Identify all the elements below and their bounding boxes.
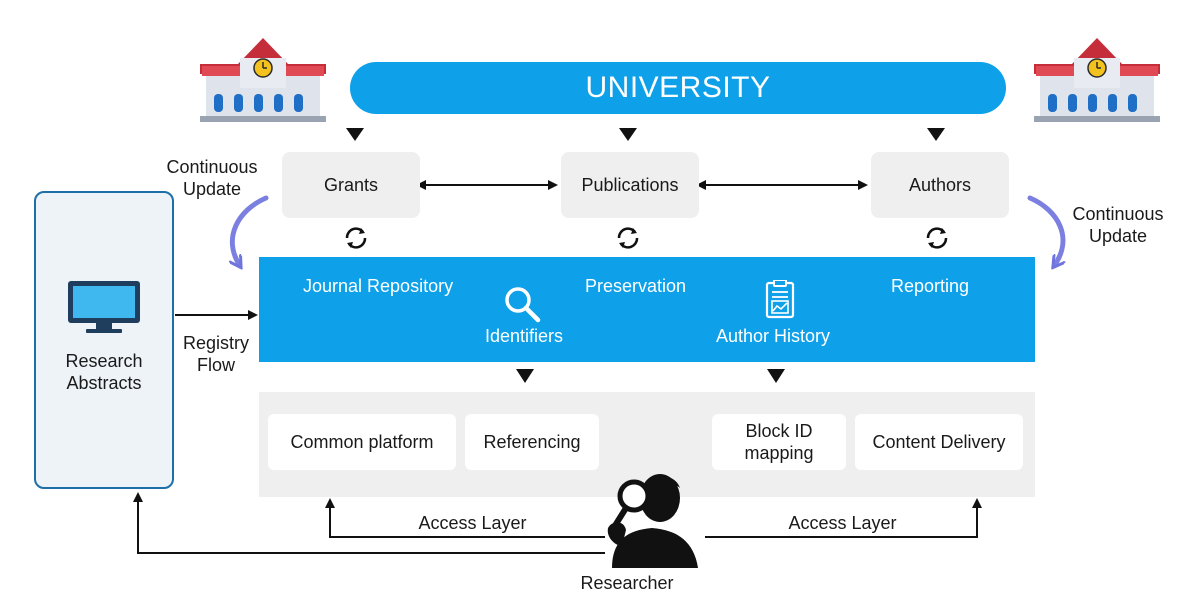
down-arrow-publications <box>619 128 637 141</box>
common-platform-box: Common platform <box>268 414 456 470</box>
access-layer-right-label: Access Layer <box>788 513 897 533</box>
university-building-icon-right <box>1034 38 1160 122</box>
report-document-icon <box>765 280 795 319</box>
block-id-mapping-box: Block ID mapping <box>712 414 846 470</box>
common-platform-label: Common platform <box>290 432 434 452</box>
continuous-update-left-line2: Update <box>182 179 242 199</box>
access-layer-left-line <box>325 498 605 538</box>
researcher-icon <box>607 474 698 568</box>
authors-box: Authors <box>871 152 1009 218</box>
computer-monitor-icon <box>68 281 140 333</box>
university-title: UNIVERSITY <box>585 71 771 104</box>
down-arrow-grants <box>346 128 364 141</box>
access-layer-left-label: Access Layer <box>418 513 527 533</box>
search-icon <box>505 287 541 323</box>
content-delivery-label: Content Delivery <box>872 432 1006 452</box>
university-building-icon-left <box>200 38 326 122</box>
identifiers-label: Identifiers <box>485 326 564 346</box>
authors-label: Authors <box>908 174 972 195</box>
block-id-mapping-line2: mapping <box>744 443 814 463</box>
down-arrow-authors <box>927 128 945 141</box>
author-history-label: Author History <box>716 326 831 346</box>
block-id-mapping-line1: Block ID <box>745 421 813 441</box>
research-abstracts-line1: Research <box>65 351 143 371</box>
university-banner: UNIVERSITY <box>350 62 1006 114</box>
access-layer-right-line <box>705 498 982 538</box>
registry-flow-label: Registry Flow <box>166 332 266 376</box>
continuous-update-arrow-right <box>1027 195 1063 266</box>
continuous-update-right-line1: Continuous <box>1072 204 1164 224</box>
journal-repository-label: Journal Repository <box>303 276 454 296</box>
grants-box: Grants <box>282 152 420 218</box>
repository-band <box>259 257 1035 362</box>
sync-icon-publications <box>617 227 639 249</box>
publications-box: Publications <box>561 152 699 218</box>
registry-flow-line1: Registry <box>182 333 249 353</box>
researcher-to-abstracts-line <box>133 492 605 554</box>
sync-icon-authors <box>926 227 948 249</box>
research-abstracts-label: Research Abstracts <box>44 350 164 394</box>
preservation-label: Preservation <box>585 276 687 296</box>
referencing-label: Referencing <box>483 432 581 452</box>
research-abstracts-line2: Abstracts <box>66 373 142 393</box>
continuous-update-arrow-left <box>232 195 269 266</box>
content-delivery-box: Content Delivery <box>855 414 1023 470</box>
continuous-update-label-right: Continuous Update <box>1058 203 1178 247</box>
grants-label: Grants <box>323 174 379 195</box>
reporting-label: Reporting <box>891 276 970 296</box>
researcher-label: Researcher <box>580 573 674 593</box>
continuous-update-right-line2: Update <box>1088 226 1148 246</box>
down-arrow-identifiers <box>516 369 534 383</box>
publications-label: Publications <box>581 174 679 195</box>
referencing-box: Referencing <box>465 414 599 470</box>
continuous-update-label-left: Continuous Update <box>152 156 272 200</box>
registry-flow-line2: Flow <box>196 355 235 375</box>
down-arrow-author-history <box>767 369 785 383</box>
research-abstracts-panel <box>34 191 174 489</box>
sync-icon-grants <box>345 227 367 249</box>
continuous-update-left-line1: Continuous <box>166 157 258 177</box>
